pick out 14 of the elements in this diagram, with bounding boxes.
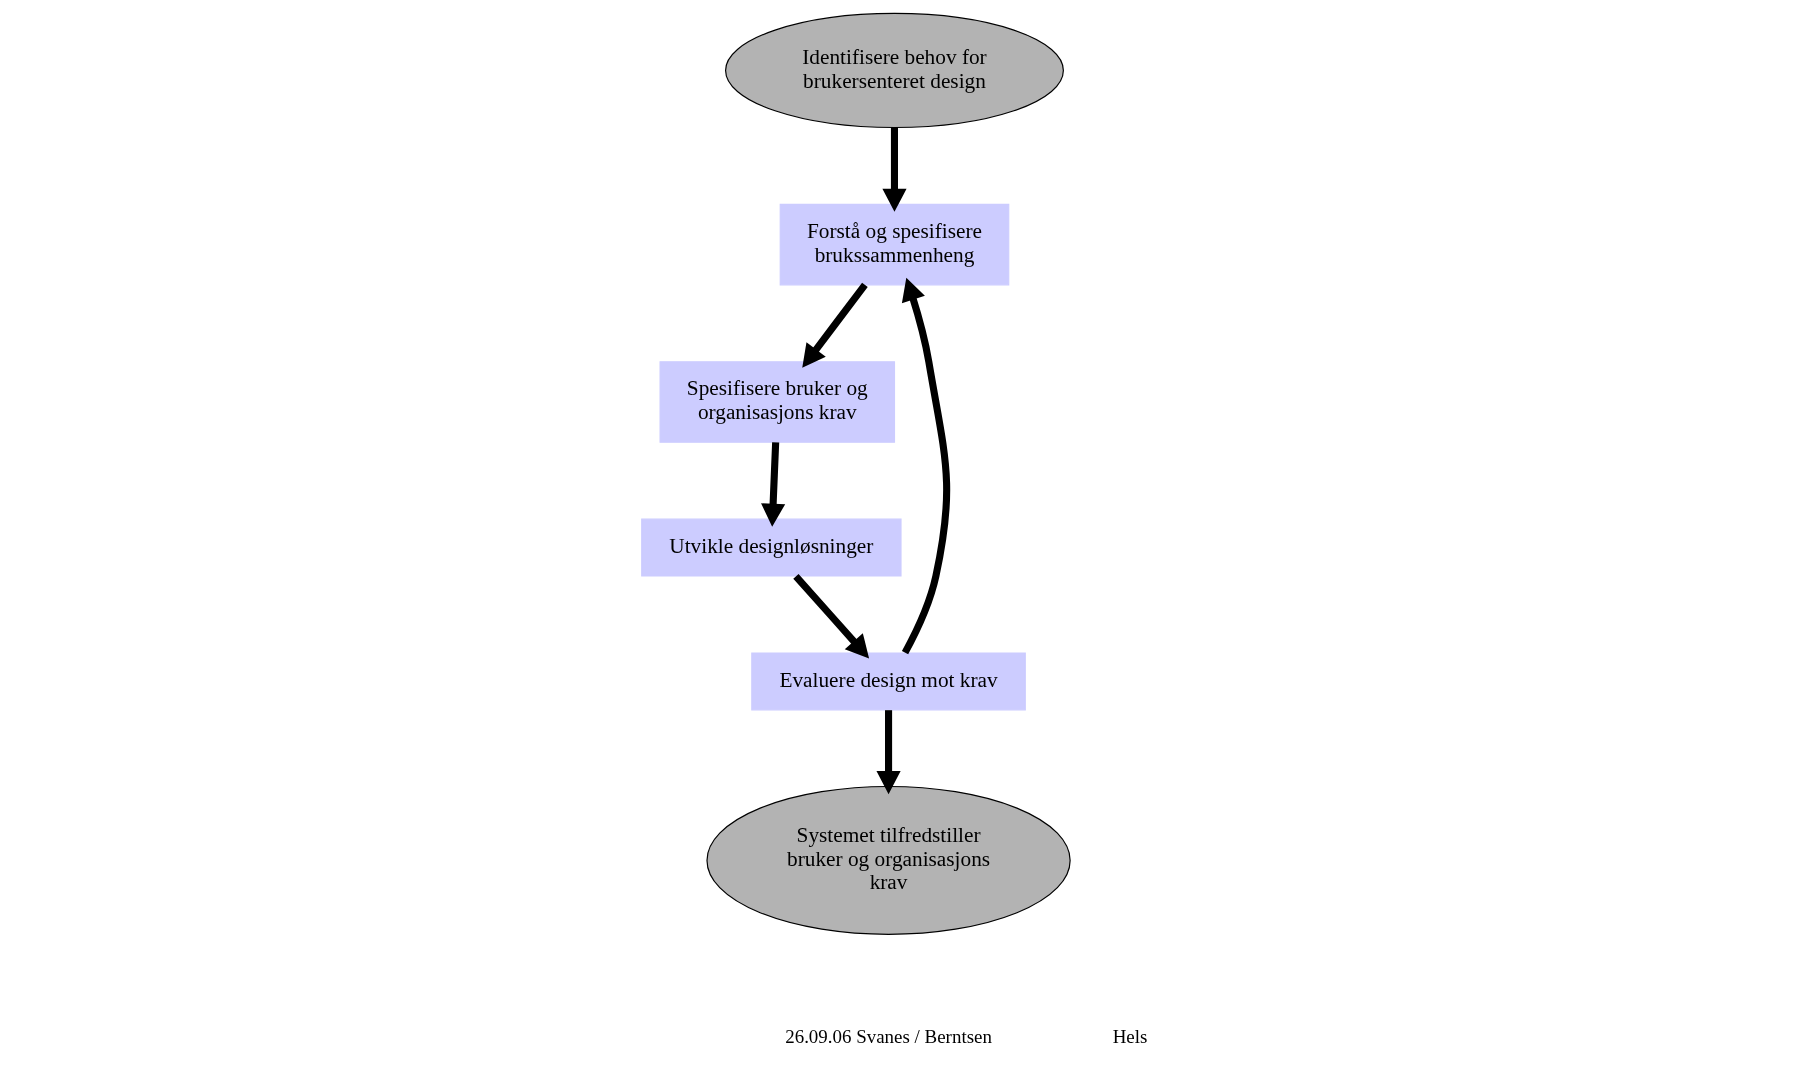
node-box: Spesifisere bruker og organisasjons krav [659, 361, 896, 443]
arrow [882, 127, 907, 212]
node-ellipse: Systemet tilfredstiller bruker og organisasjons krav [706, 785, 1071, 935]
arrow [876, 710, 901, 795]
node-box: Forstå og spesifisere brukssammenheng [779, 203, 1010, 286]
arrow [793, 574, 870, 659]
arrow [761, 442, 786, 527]
label: Hels [1112, 1025, 1148, 1047]
node-box: Utvikle designløsninger [641, 518, 902, 577]
node-box: Evaluere design mot krav [751, 652, 1026, 711]
arrow [901, 277, 951, 655]
label: 26.09.06 Svanes / Berntsen [785, 1025, 992, 1047]
arrow [802, 282, 868, 368]
node-ellipse: Identifisere behov for brukersenteret design [725, 12, 1064, 129]
